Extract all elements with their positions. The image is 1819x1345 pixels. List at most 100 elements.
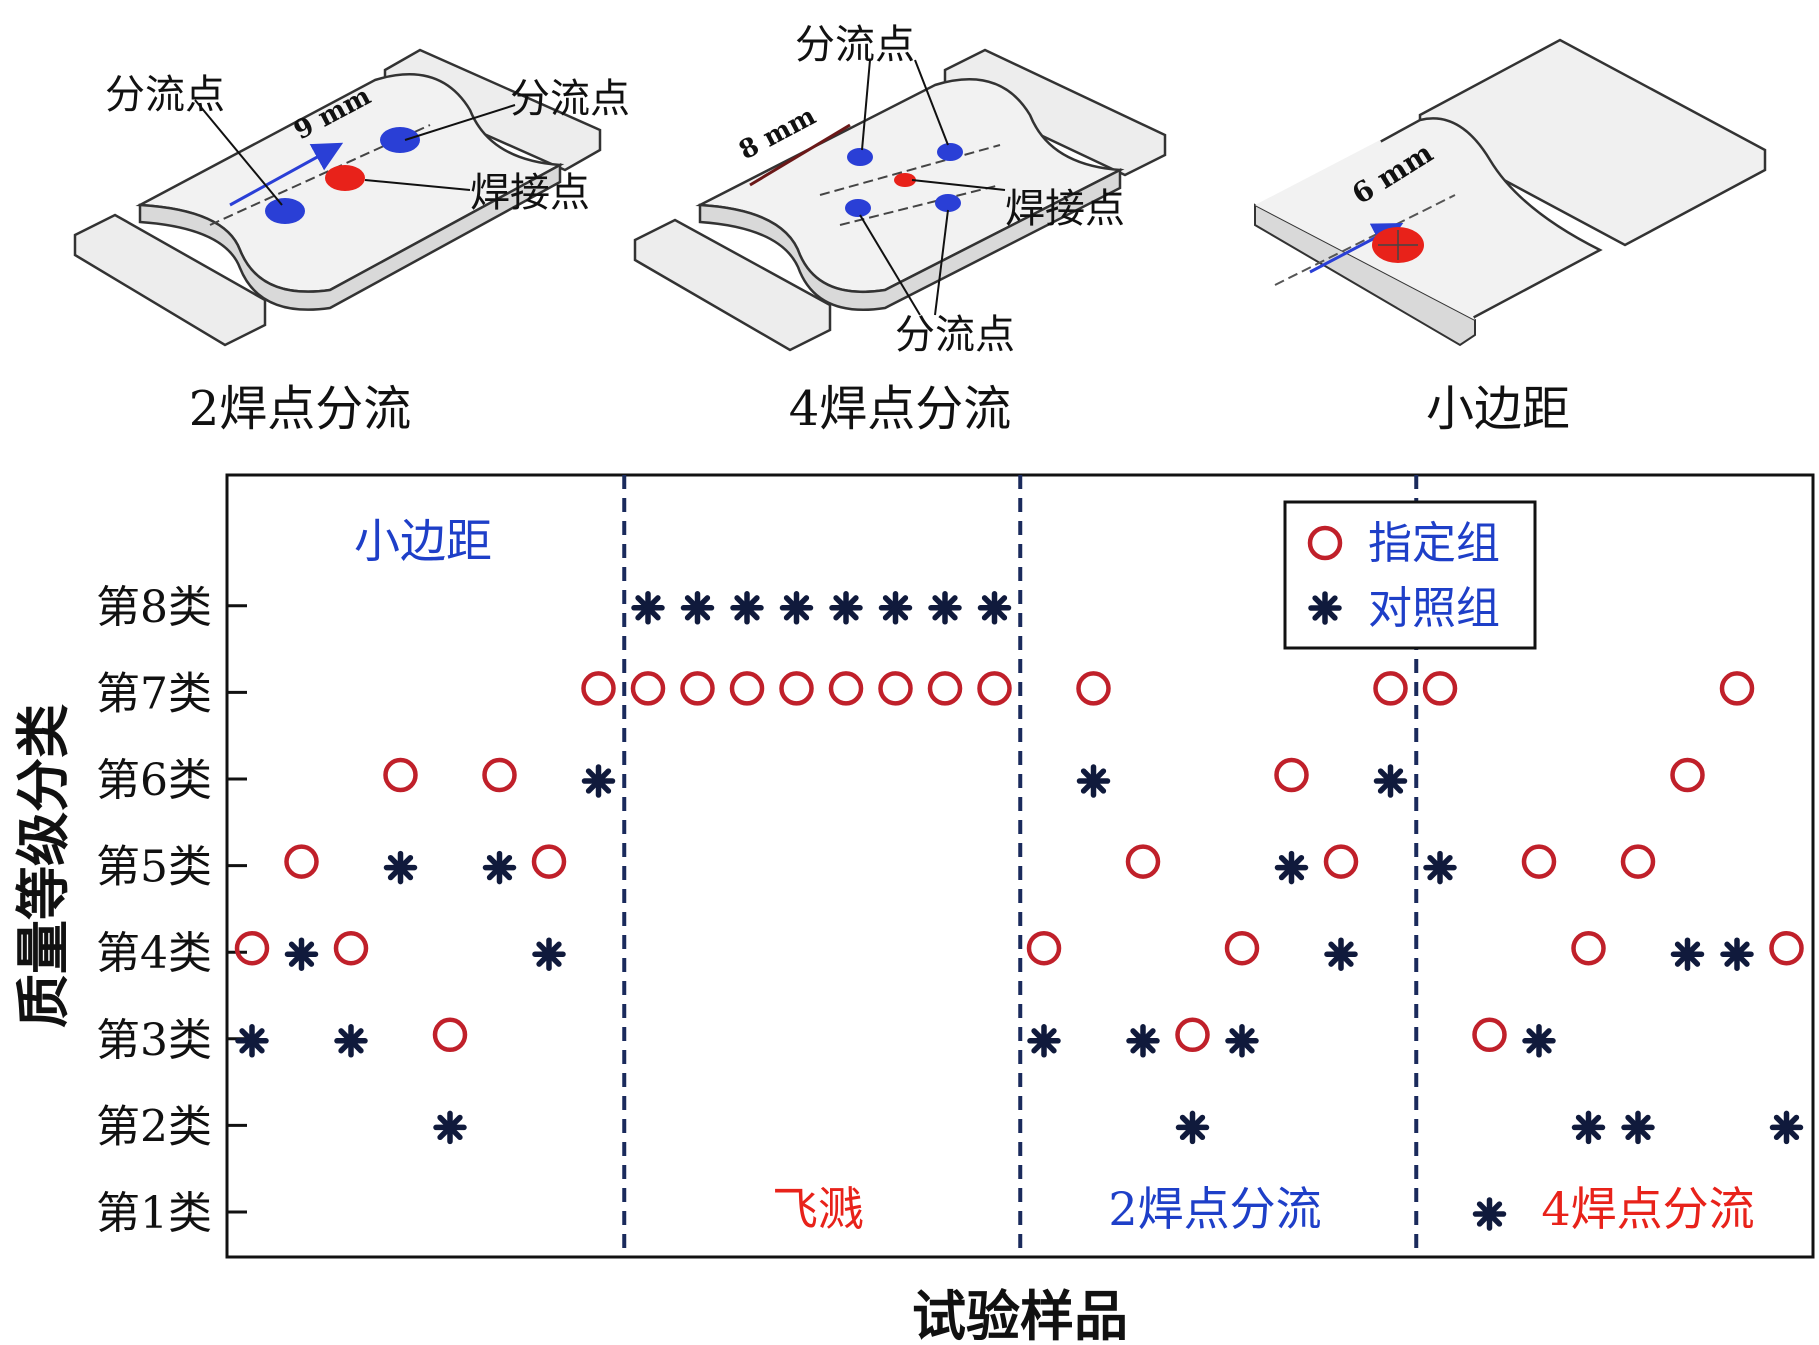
point-designated xyxy=(680,671,715,706)
x-axis-title: 试验样品 xyxy=(912,1284,1128,1345)
shunt-spot xyxy=(845,199,871,217)
point-control xyxy=(1274,850,1309,885)
point-designated xyxy=(1719,671,1755,706)
point-control xyxy=(829,591,863,625)
y-tick-label: 第3类 xyxy=(96,1015,212,1066)
y-tick-label: 第4类 xyxy=(96,928,212,979)
point-control xyxy=(482,850,517,885)
legend-label-control: 对照组 xyxy=(1368,583,1500,634)
y-tick-label: 第6类 xyxy=(96,755,212,806)
point-designated xyxy=(1571,930,1606,966)
y-tick-label: 第5类 xyxy=(96,842,212,893)
point-designated xyxy=(630,671,666,706)
point-control xyxy=(532,937,566,971)
diagram-caption: 小边距 xyxy=(1426,381,1570,437)
point-control xyxy=(1225,1024,1259,1058)
data-points xyxy=(234,591,1804,1231)
y-axis-title: 质量等级分类 xyxy=(11,704,75,1028)
point-designated xyxy=(1076,671,1111,706)
point-control xyxy=(1324,937,1358,971)
point-control xyxy=(581,764,616,798)
point-designated xyxy=(977,671,1012,706)
weld-label: 焊接点 xyxy=(470,170,590,216)
point-designated xyxy=(482,757,517,793)
region-label: 小边距 xyxy=(354,514,492,568)
point-control xyxy=(383,850,418,885)
shunt-label: 分流点 xyxy=(895,312,1015,358)
point-control xyxy=(680,591,715,625)
point-designated xyxy=(1224,930,1260,966)
point-control xyxy=(334,1024,368,1058)
point-designated xyxy=(828,671,864,706)
shunt-spot xyxy=(935,194,961,212)
diagram-caption: 4焊点分流 xyxy=(789,381,1012,437)
point-designated xyxy=(927,671,963,706)
point-designated xyxy=(432,1017,468,1053)
point-control xyxy=(235,1024,269,1058)
point-control xyxy=(977,591,1012,625)
weld-spot xyxy=(894,173,916,187)
legend-marker-designated xyxy=(1307,525,1343,561)
legend-label-designated: 指定组 xyxy=(1368,518,1500,569)
point-designated xyxy=(779,671,814,706)
point-control xyxy=(1175,1110,1210,1145)
point-designated xyxy=(1125,844,1161,879)
diagram-small-edge: 6 mm 小边距 xyxy=(1254,38,1767,437)
region-label: 2焊点分流 xyxy=(1108,1182,1321,1236)
shunt-label: 分流点 xyxy=(510,76,630,122)
point-designated xyxy=(284,844,319,879)
point-control xyxy=(1126,1024,1160,1058)
point-designated xyxy=(333,930,369,966)
legend: 指定组 对照组 xyxy=(1283,500,1537,650)
point-control xyxy=(779,591,814,625)
shunt-label: 分流点 xyxy=(795,22,915,68)
point-control xyxy=(433,1110,467,1145)
y-tick-label: 第7类 xyxy=(96,668,212,719)
point-control xyxy=(284,937,319,971)
y-tick-label: 第2类 xyxy=(96,1101,212,1152)
legend-star-mark xyxy=(1308,591,1342,625)
point-designated xyxy=(1274,757,1309,793)
point-designated xyxy=(1521,844,1557,879)
shunt-spot xyxy=(380,127,420,153)
point-control xyxy=(1027,1024,1061,1058)
region-dividers xyxy=(622,475,1419,1257)
point-control xyxy=(631,591,665,625)
point-designated xyxy=(234,930,270,966)
point-designated xyxy=(1422,671,1458,706)
diagram-caption: 2焊点分流 xyxy=(189,381,412,437)
y-tick-label: 第8类 xyxy=(96,582,212,633)
point-designated xyxy=(1373,671,1408,706)
diagram-four-point-shunt: 8 mm 分流点 焊接点 分流点 4焊点分流 xyxy=(633,22,1167,437)
point-designated xyxy=(1620,844,1656,879)
shunt-spot xyxy=(847,148,873,166)
point-control xyxy=(1670,937,1705,971)
y-tick-label: 第1类 xyxy=(96,1188,212,1239)
shunt-spot xyxy=(937,143,963,161)
point-control xyxy=(1423,850,1457,885)
region-label: 飞溅 xyxy=(772,1182,864,1236)
point-designated xyxy=(1472,1017,1507,1053)
legend-marker-control xyxy=(1308,591,1342,625)
point-control xyxy=(1522,1024,1556,1058)
point-control xyxy=(730,591,764,625)
weld-label: 焊接点 xyxy=(1005,186,1125,232)
point-designated xyxy=(1175,1017,1210,1053)
point-designated xyxy=(1026,930,1062,966)
point-designated xyxy=(531,844,567,879)
point-designated xyxy=(383,757,418,793)
point-control xyxy=(1720,937,1754,971)
point-control xyxy=(1076,764,1111,798)
point-control xyxy=(928,591,962,625)
point-control xyxy=(1769,1110,1804,1145)
point-designated xyxy=(1769,930,1804,966)
point-control xyxy=(1472,1197,1507,1231)
shunt-label: 分流点 xyxy=(105,72,225,118)
diagram-two-point-shunt: 9 mm 分流点 分流点 焊接点 2焊点分流 xyxy=(73,48,630,437)
point-control xyxy=(1571,1110,1606,1145)
point-control xyxy=(1621,1110,1655,1145)
point-designated xyxy=(729,671,765,706)
